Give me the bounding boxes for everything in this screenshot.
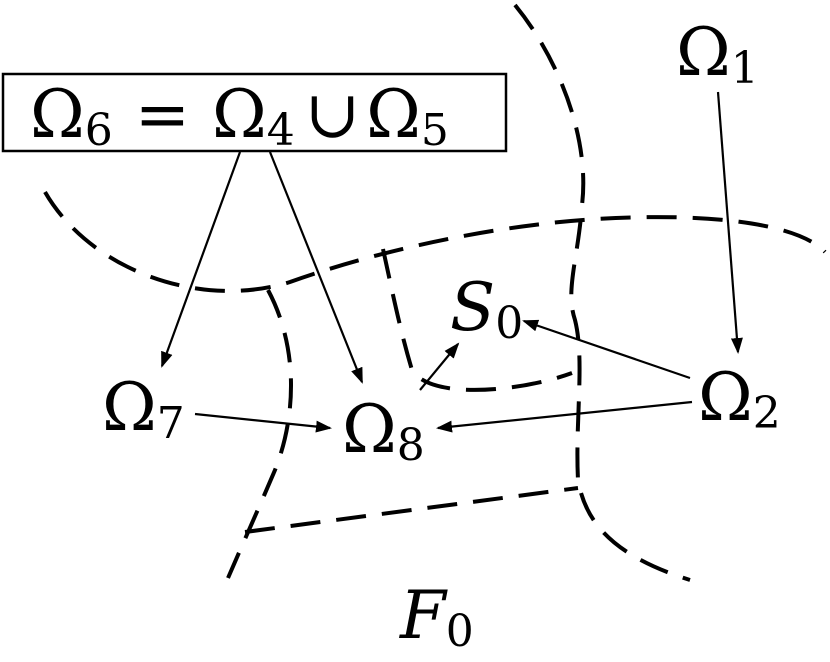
label-s0: S0	[450, 269, 523, 349]
arrow-omega6-to-omega8	[268, 151, 364, 384]
label-omega8: Ω8	[342, 391, 425, 471]
label-omega6-equation: Ω6=Ω4∪Ω5	[30, 76, 449, 156]
arrow-omega8-to-s0	[419, 342, 460, 391]
omega6-definition-box	[1, 72, 508, 153]
label-omega1: Ω1	[676, 14, 759, 94]
dashed-line-lower-horizontal	[244, 486, 579, 534]
arrow-omega7-to-omega8	[194, 412, 332, 433]
dashed-curve-left-vertical	[226, 289, 293, 579]
arrow-omega1-to-omega2	[716, 91, 743, 354]
dashed-inner-region-s0	[381, 248, 573, 392]
dashed-curve-upper-horizontal	[43, 190, 827, 293]
dashed-curve-right-vertical	[513, 3, 691, 582]
label-omega7: Ω7	[102, 369, 185, 449]
arrow-omega2-to-s0	[522, 319, 691, 380]
arrow-omega6-to-omega7	[160, 151, 242, 368]
arrow-omega2-to-omega8	[436, 400, 693, 433]
label-omega2: Ω2	[698, 359, 781, 439]
label-f0: F0	[399, 577, 474, 657]
